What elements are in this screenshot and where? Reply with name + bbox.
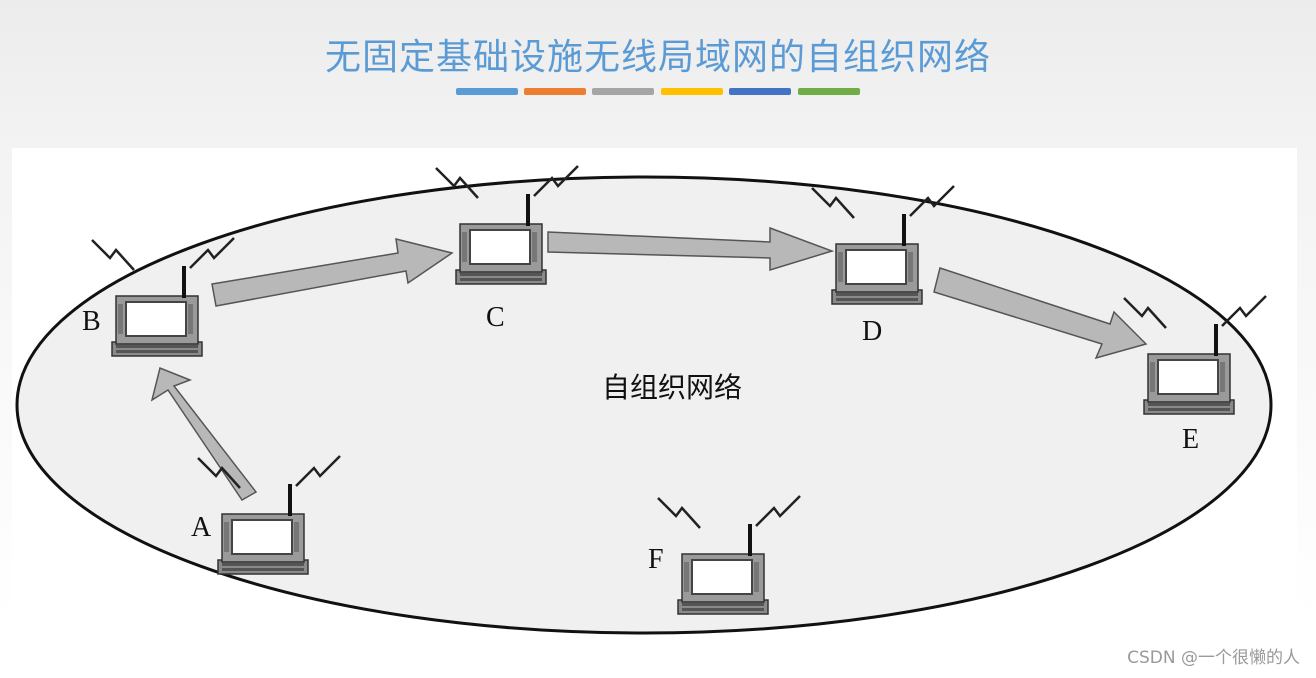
hop-arrow-b-c xyxy=(211,238,454,307)
node-label-f: F xyxy=(648,544,664,575)
hop-arrow-a-b xyxy=(150,366,258,501)
color-bar xyxy=(729,88,791,95)
node-label-a: A xyxy=(191,512,212,543)
node-label-e: E xyxy=(1182,424,1200,455)
hop-arrow-c-d xyxy=(547,226,835,272)
color-bar xyxy=(524,88,586,95)
node-label-d: D xyxy=(862,316,883,347)
color-bar xyxy=(661,88,723,95)
slide-title: 无固定基础设施无线局域网的自组织网络 xyxy=(324,37,991,78)
node-label-b: B xyxy=(82,306,101,337)
color-bar xyxy=(798,88,860,95)
color-bar xyxy=(592,88,654,95)
color-bar xyxy=(456,88,518,95)
hop-arrow-d-e xyxy=(933,267,1148,360)
network-label: 自组织网络 xyxy=(602,371,743,404)
node-label-c: C xyxy=(486,302,505,333)
watermark: CSDN @一个很懒的人 xyxy=(1127,648,1300,668)
